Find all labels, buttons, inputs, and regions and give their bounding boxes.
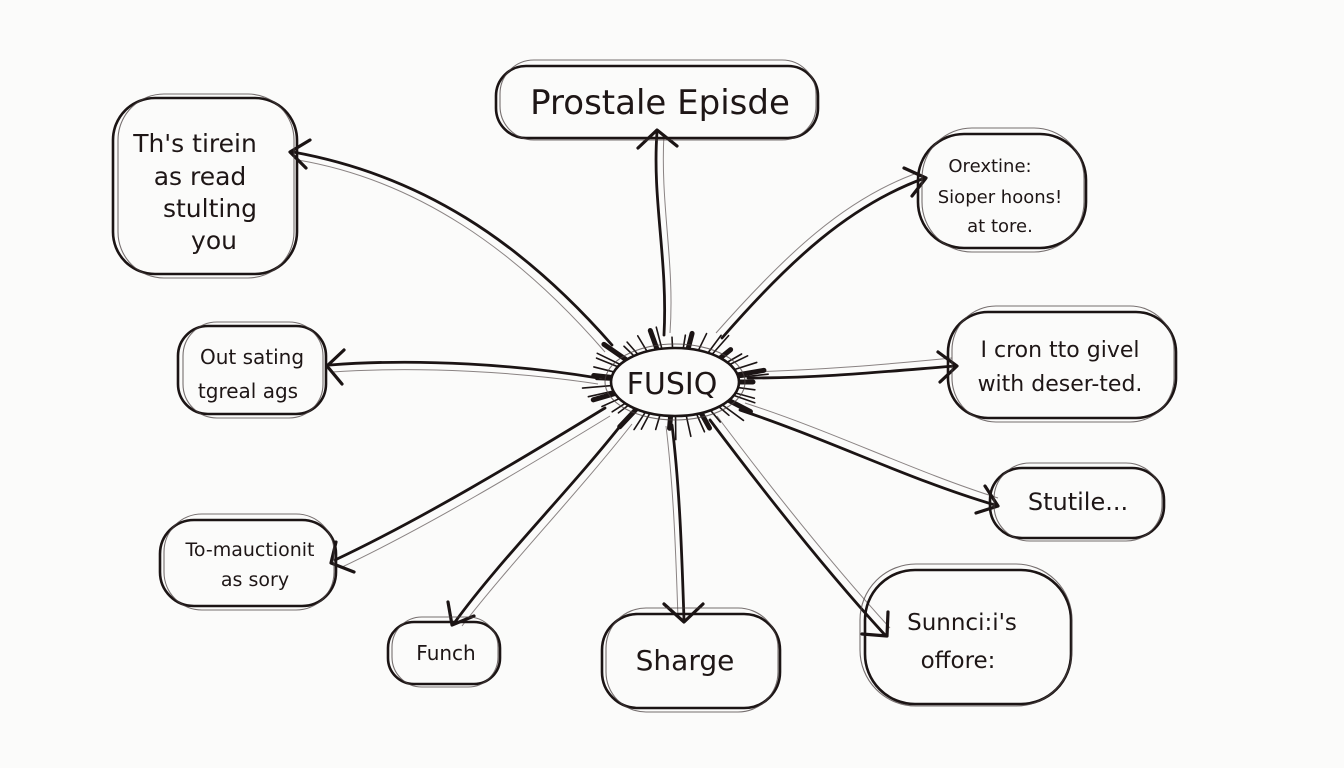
burst-spike — [733, 367, 767, 378]
burst-spike — [731, 393, 756, 404]
arrow-to-bottom-mid — [670, 423, 686, 622]
node-mid-left-line-2: tgreal ags — [198, 379, 298, 403]
burst-spike — [719, 402, 745, 422]
arrow-ghost — [297, 159, 606, 353]
arrow-to-mid-left — [328, 360, 600, 380]
burst-spike — [647, 328, 661, 354]
burst-spike — [633, 409, 648, 431]
arrow-to-bottom-right — [708, 418, 887, 637]
burst-spike — [727, 355, 749, 367]
burst-spike — [705, 334, 722, 356]
connectors — [288, 128, 1000, 638]
node-top-left-line-3: stulting — [163, 194, 257, 223]
arrow-ghost — [747, 357, 953, 373]
burst-spike — [724, 396, 753, 415]
burst-spike — [684, 412, 692, 438]
arrow-ghost — [665, 425, 679, 619]
node-top-right-line-1: Orextine: — [948, 156, 1031, 177]
node-bottom-left-text: Funch — [416, 641, 475, 665]
node-low-right-text: Stutile... — [1028, 488, 1128, 516]
node-bottom-right-line-2: offore: — [921, 648, 996, 674]
arrowhead — [325, 348, 346, 386]
burst-spike — [655, 326, 664, 352]
burst-spike — [694, 411, 706, 433]
burst-spike — [590, 390, 620, 403]
node-bottom-left: Funch — [386, 616, 502, 688]
burst-spike — [709, 334, 730, 357]
node-bottom-mid-text: Sharge — [636, 644, 735, 677]
burst-spike — [596, 352, 623, 367]
arrow-ghost — [716, 415, 891, 629]
burst-spike — [731, 361, 758, 371]
arrow-to-top-left — [291, 150, 614, 347]
arrowhead — [974, 484, 1000, 515]
burst-spike — [601, 341, 631, 364]
center-node: FUSIQ — [604, 343, 746, 421]
arrow-ghost — [339, 415, 611, 569]
burst-spike — [581, 384, 615, 389]
arrow-ghost — [662, 133, 672, 334]
node-bottom-right: Sunnci:i's offore: — [859, 563, 1073, 707]
node-mid-left-line-1: Out sating — [200, 345, 304, 369]
arrow-to-mid-right — [746, 364, 957, 380]
burst-spike — [617, 405, 641, 430]
arrowhead — [902, 166, 928, 198]
node-top-left-line-2: as read — [154, 162, 247, 191]
node-top-left-line-1: Th's tirein — [132, 129, 257, 158]
node-top-right: Orextine: Sioper hoons! at tore. — [916, 127, 1088, 253]
node-top-right-line-3: at tore. — [967, 216, 1033, 237]
node-mid-right-line-1: I cron tto givel — [981, 338, 1140, 363]
node-bottom-mid: Sharge — [600, 607, 782, 713]
arrow-ghost — [331, 369, 599, 385]
node-low-left-line-1: To-mauctionit — [185, 539, 315, 561]
arrow-to-title — [654, 130, 667, 337]
burst-spike — [593, 366, 617, 374]
arrowhead — [288, 138, 312, 170]
burst-spike — [735, 373, 769, 379]
arrow-to-top-right — [720, 176, 927, 340]
center-text: FUSIQ — [627, 367, 718, 402]
node-mid-right-line-2: with deser-ted. — [978, 372, 1143, 397]
node-top-left: Th's tirein as read stulting you — [111, 93, 299, 279]
node-top-left-line-4: you — [191, 226, 237, 255]
burst-spike — [587, 389, 617, 398]
node-low-right: Stutile... — [988, 462, 1166, 542]
arrowhead — [936, 350, 959, 384]
burst-spike — [732, 391, 756, 400]
arrow-to-bottom-left — [453, 418, 627, 624]
arrowhead — [636, 128, 679, 150]
arrow-to-low-left — [333, 406, 607, 562]
title-text: Prostale Episde — [530, 83, 790, 123]
arrowhead — [662, 602, 705, 624]
arrowhead — [446, 600, 476, 627]
node-mid-right: I cron tto givel with deser-ted. — [946, 305, 1178, 423]
burst-spike — [595, 357, 621, 369]
node-mid-left: Out sating tgreal ags — [176, 321, 328, 419]
arrow-ghost — [715, 171, 921, 334]
node-low-left-line-2: as sory — [221, 569, 289, 591]
node-top-right-line-2: Sioper hoons! — [938, 187, 1063, 208]
node-bottom-right-line-1: Sunnci:i's — [907, 610, 1017, 636]
arrowhead — [860, 610, 890, 638]
node-low-left: To-mauctionit as sory — [158, 513, 338, 611]
arrow-ghost — [744, 402, 999, 499]
arrow-ghost — [461, 423, 633, 627]
arrow-to-low-right — [738, 408, 997, 507]
title-node: Prostale Episde — [494, 59, 820, 141]
